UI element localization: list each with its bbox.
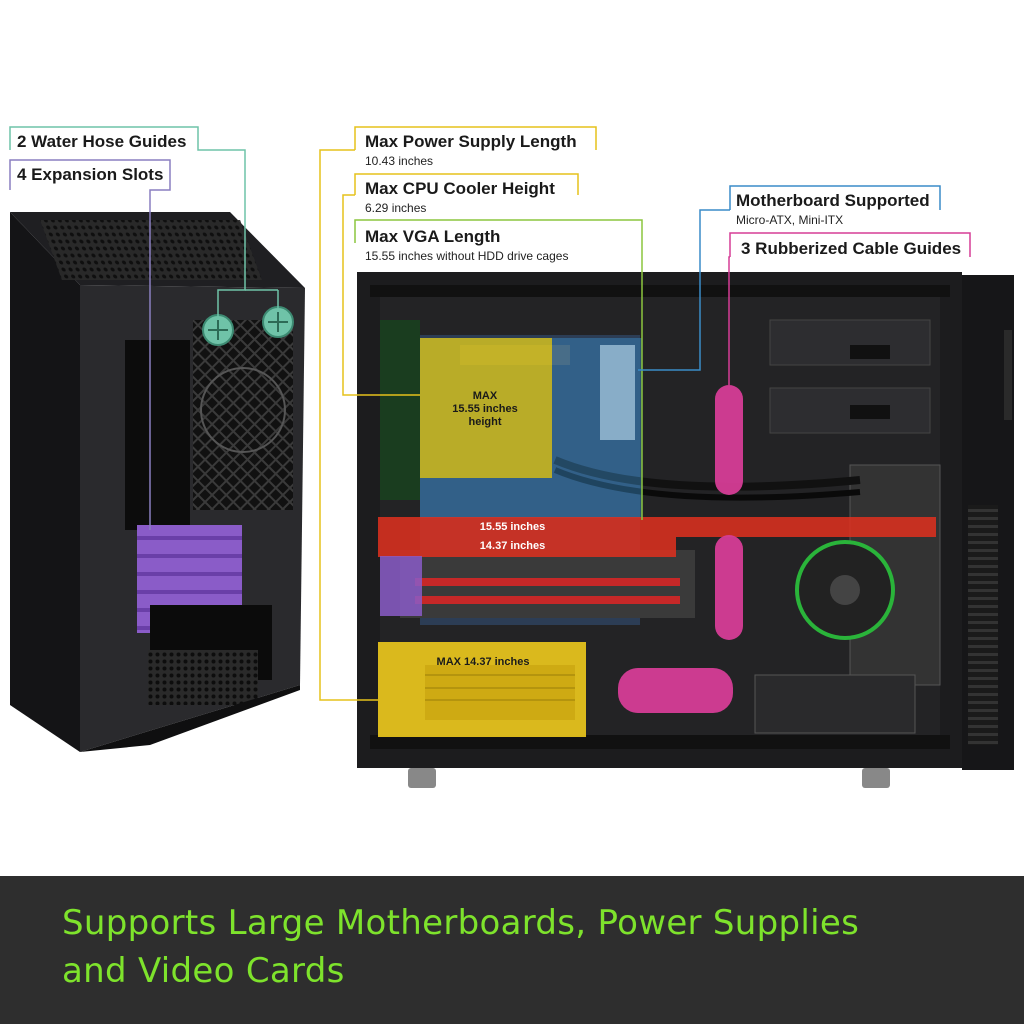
leader-lines	[9, 126, 971, 701]
callout-expansion-slots: 4 Expansion Slots	[17, 165, 164, 184]
case-illustration	[9, 126, 1014, 788]
bottom-banner: Supports Large Motherboards, Power Suppl…	[0, 876, 1024, 1024]
callout-water-hose-guides: 2 Water Hose Guides	[17, 132, 187, 151]
cpu-max-label-3: height	[468, 416, 502, 428]
cpu-max-label-1: MAX	[472, 390, 498, 402]
top-mesh	[40, 220, 262, 280]
rear-fan-grill	[193, 320, 293, 510]
callout-motherboard-value: Micro-ATX, Mini-ITX	[736, 213, 844, 227]
cpu-max-label-2: 15.55 inches	[452, 403, 518, 415]
case-foot-right	[862, 768, 890, 788]
rear-case	[10, 212, 305, 752]
vga-bar-max	[378, 517, 936, 537]
callout-cpu-height-value: 6.29 inches	[365, 201, 427, 215]
callout-cpu-height: Max CPU Cooler Height	[365, 179, 555, 198]
cable-guide-lower	[618, 668, 733, 713]
cpu-cooler-overlay	[420, 338, 552, 478]
callout-motherboard: Motherboard Supported	[736, 191, 930, 210]
cable-guide-middle	[715, 535, 743, 640]
water-hose	[553, 456, 861, 491]
banner-headline-line-2: and Video Cards	[62, 951, 345, 991]
motherboard-overlay	[552, 338, 642, 518]
rear-fan	[200, 367, 286, 453]
vga-bar-min-label: 14.37 inches	[479, 540, 546, 552]
callout-vga-length-value: 15.55 inches without HDD drive cages	[365, 249, 569, 263]
callout-cable-guides: 3 Rubberized Cable Guides	[741, 239, 962, 258]
vga-bar-max-label: 15.55 inches	[479, 521, 546, 533]
callout-psu-length-value: 10.43 inches	[365, 154, 434, 168]
vga-bar-min	[378, 537, 676, 557]
banner-headline-line-1: Supports Large Motherboards, Power Suppl…	[62, 903, 860, 943]
psu-max-label: MAX 14.37 inches	[436, 656, 530, 668]
cable-guide-upper	[715, 385, 743, 495]
expansion-slots-overlay	[380, 556, 422, 616]
callout-psu-length: Max Power Supply Length	[365, 132, 577, 151]
side-case	[357, 272, 1014, 788]
callout-vga-length: Max VGA Length	[365, 227, 501, 246]
case-foot-left	[408, 768, 436, 788]
